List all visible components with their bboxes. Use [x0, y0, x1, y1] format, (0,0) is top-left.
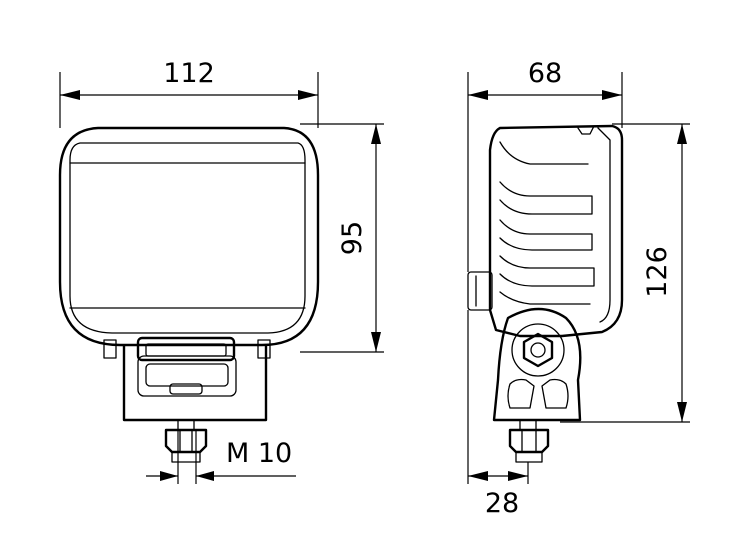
dimension-thread-label: M 10: [226, 438, 292, 469]
front-bracket-foot: [169, 383, 203, 395]
side-fin-1: [499, 141, 589, 165]
front-nut: [164, 428, 208, 454]
dimension-thread: M 10: [146, 430, 296, 484]
side-nut: [508, 428, 550, 454]
side-bracket-arm: [492, 307, 582, 422]
dimension-front-width: 112: [59, 58, 319, 128]
dimension-side-height-label: 126: [642, 246, 673, 298]
dimension-front-height: 95: [300, 123, 384, 353]
front-bracket-slot: [145, 363, 229, 387]
front-washer: [171, 451, 201, 463]
dimension-side-depth: 68: [467, 58, 623, 272]
side-fin-3: [499, 219, 593, 251]
side-fin-4: [499, 255, 595, 287]
side-pivot-center: [530, 342, 546, 358]
side-fin-5: [499, 291, 591, 305]
dimension-front-height-label: 95: [337, 221, 368, 255]
side-pivot-hex: [522, 332, 554, 368]
dimension-bracket-offset-label: 28: [485, 488, 519, 519]
side-fin-2: [499, 181, 593, 215]
side-bracket-cutout-left: [507, 378, 535, 409]
side-rear-clip: [467, 271, 493, 311]
dimension-side-height: 126: [560, 123, 690, 423]
side-housing-outline: [488, 124, 624, 338]
front-bolt-shank: [177, 419, 195, 431]
front-tab-right: [257, 339, 271, 359]
side-washer: [515, 451, 543, 463]
side-view: [467, 124, 624, 463]
side-bracket-cutout-right: [541, 378, 569, 409]
front-bracket-window: [137, 355, 237, 397]
front-bracket: [122, 344, 268, 422]
side-top-notch: [577, 125, 595, 135]
side-front-bezel: [597, 127, 611, 323]
dimension-front-width-label: 112: [163, 58, 215, 89]
front-lens-outline: [69, 142, 306, 334]
side-bolt-shank: [519, 419, 537, 431]
dimension-bracket-offset: 28: [467, 310, 529, 519]
front-view: [58, 126, 320, 463]
front-mount-plate: [136, 336, 236, 362]
dimension-side-depth-label: 68: [528, 58, 562, 89]
front-tab-left: [103, 339, 117, 359]
side-pivot-ring: [511, 323, 565, 377]
front-housing-outline: [58, 126, 320, 347]
